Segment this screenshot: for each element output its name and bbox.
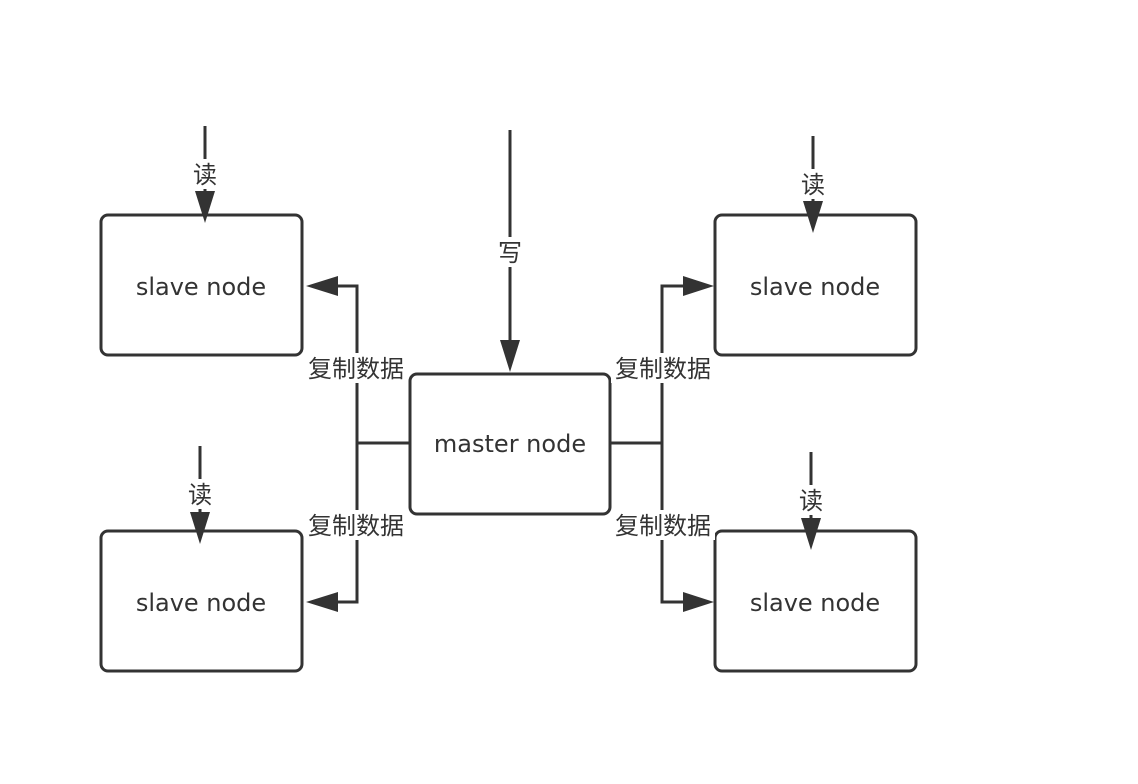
slave-node-bottom-left: slave node	[99, 529, 304, 673]
read-edge-top-left-label-bg	[191, 159, 219, 189]
read-edge-top-right-label: 读	[801, 171, 825, 199]
slave-node-top-left-box	[99, 213, 304, 357]
master-node: master node	[408, 372, 612, 516]
read-edge-top-right-label-bg	[799, 169, 827, 199]
read-edge-bottom-left-label-bg	[186, 479, 214, 509]
read-edge-top-left-label: 读	[193, 161, 217, 189]
read-edge-top-right-arrowhead	[803, 201, 823, 233]
replicate-right-top-label: 复制数据	[615, 355, 711, 383]
read-edge-top-right: 读	[799, 136, 827, 233]
write-edge: 写	[496, 130, 524, 372]
read-edge-bottom-right-arrowhead	[801, 518, 821, 550]
slave-node-bottom-right: slave node	[713, 529, 918, 673]
replicate-left-top-label-bg	[304, 353, 408, 383]
write-edge-label-bg	[496, 237, 524, 267]
read-edge-top-left-arrowhead	[195, 191, 215, 223]
slave-node-top-right-label: slave node	[750, 273, 880, 301]
write-edge-arrowhead	[500, 340, 520, 372]
slave-node-top-left-label: slave node	[136, 273, 266, 301]
replicate-right-top-label-bg	[611, 353, 715, 383]
replicate-right-bottom-label: 复制数据	[615, 512, 711, 540]
read-edge-bottom-left: 读	[186, 446, 214, 544]
read-edge-bottom-right: 读	[797, 452, 825, 550]
replicate-edges-left: 复制数据 复制数据	[304, 276, 410, 612]
replicate-left-top-line	[335, 284, 359, 443]
replicate-right-bottom-label-bg	[611, 510, 715, 540]
replicate-right-top-line	[660, 284, 686, 443]
replicate-left-bottom-label: 复制数据	[308, 512, 404, 540]
replicate-left-bottom-arrowhead	[306, 592, 338, 612]
slave-node-top-right: slave node	[713, 213, 918, 357]
replicate-edges-right: 复制数据 复制数据	[610, 276, 715, 612]
slave-node-bottom-right-label: slave node	[750, 589, 880, 617]
replicate-left-bottom-label-bg	[304, 510, 408, 540]
master-node-label: master node	[434, 430, 586, 458]
replicate-left-top-label: 复制数据	[308, 355, 404, 383]
replicate-right-bottom-arrowhead	[683, 592, 714, 612]
read-edge-bottom-right-label: 读	[799, 487, 823, 515]
read-edge-bottom-left-arrowhead	[190, 512, 210, 544]
replicate-right-top-arrowhead	[683, 276, 714, 296]
replicate-left-top-arrowhead	[306, 276, 338, 296]
replicate-right-bottom-line	[660, 443, 686, 604]
write-edge-label: 写	[498, 239, 522, 267]
read-edge-bottom-right-label-bg	[797, 485, 825, 515]
slave-node-top-left: slave node	[99, 213, 304, 357]
read-edge-top-left: 读	[191, 126, 219, 223]
slave-node-bottom-left-label: slave node	[136, 589, 266, 617]
replicate-left-bottom-line	[335, 443, 359, 604]
read-edge-bottom-left-label: 读	[188, 481, 212, 509]
